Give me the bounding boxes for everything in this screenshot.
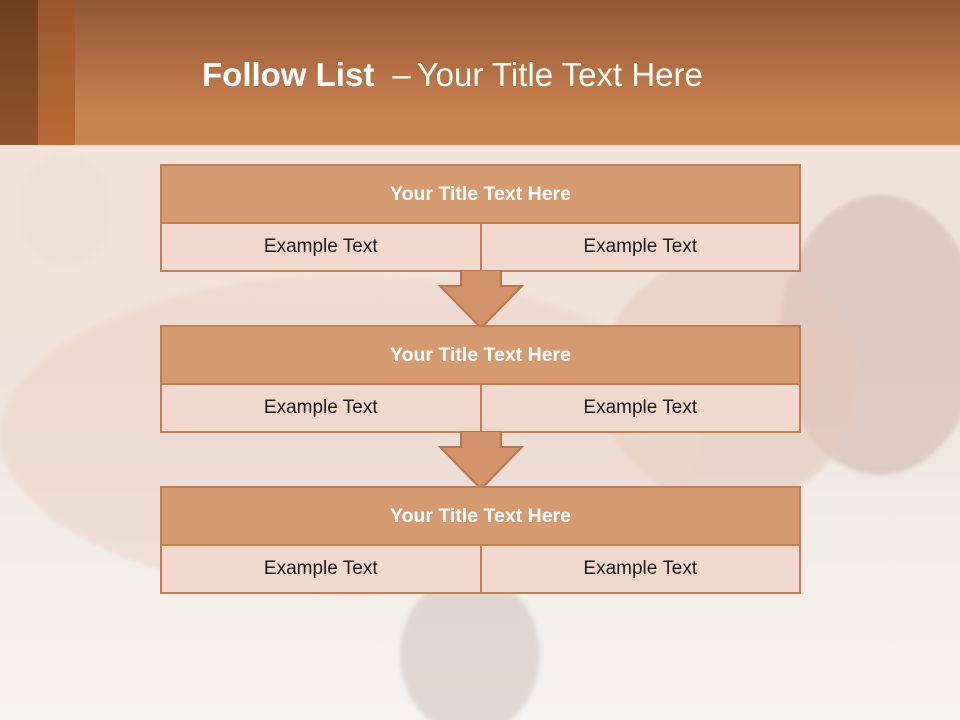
block-cell-left: Example Text bbox=[162, 224, 480, 270]
block-row: Example Text Example Text bbox=[162, 385, 799, 431]
down-arrow-icon bbox=[438, 431, 524, 491]
header-banner bbox=[0, 0, 960, 145]
block-title: Your Title Text Here bbox=[162, 327, 799, 385]
block-title: Your Title Text Here bbox=[162, 488, 799, 546]
page-title: Follow List–Your Title Text Here bbox=[202, 56, 703, 100]
list-block-2: Your Title Text Here Example Text Exampl… bbox=[160, 325, 801, 433]
list-block-3: Your Title Text Here Example Text Exampl… bbox=[160, 486, 801, 594]
block-cell-left: Example Text bbox=[162, 385, 480, 431]
block-cell-right: Example Text bbox=[479, 546, 799, 592]
title-bold: Follow List bbox=[202, 56, 375, 93]
header-stripe bbox=[38, 0, 75, 145]
block-row: Example Text Example Text bbox=[162, 546, 799, 592]
block-cell-right: Example Text bbox=[479, 385, 799, 431]
down-arrow-icon bbox=[438, 270, 524, 330]
photo-shape bbox=[20, 155, 110, 265]
block-row: Example Text Example Text bbox=[162, 224, 799, 270]
photo-shape bbox=[400, 575, 540, 720]
list-block-1: Your Title Text Here Example Text Exampl… bbox=[160, 164, 801, 272]
block-cell-right: Example Text bbox=[479, 224, 799, 270]
header-stripe bbox=[0, 0, 38, 145]
block-cell-left: Example Text bbox=[162, 546, 480, 592]
title-dash: – bbox=[392, 56, 411, 93]
title-rest: Your Title Text Here bbox=[416, 56, 703, 93]
block-title: Your Title Text Here bbox=[162, 166, 799, 224]
